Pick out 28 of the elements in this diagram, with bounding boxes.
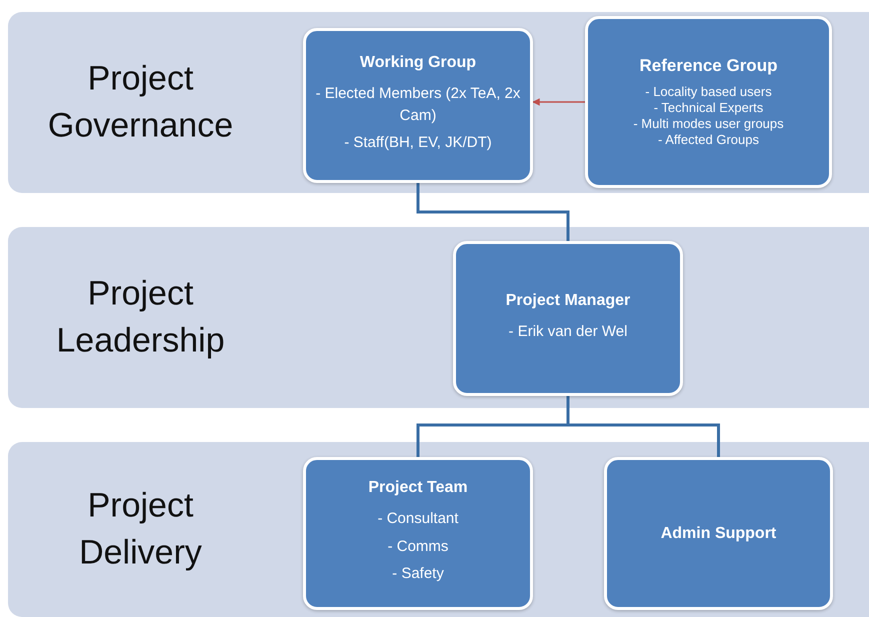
member-item: - Elected Members (2x TeA, 2x Cam): [314, 84, 522, 126]
band-background: [8, 227, 869, 408]
connector-line: [416, 183, 570, 241]
group-box: [453, 241, 683, 396]
band-title: Project Delivery: [78, 484, 203, 574]
group-box: [604, 457, 833, 610]
band-background: [8, 12, 869, 193]
member-item: - Consultant: [378, 508, 458, 529]
member-item: - Staff(BH, EV, JK/DT): [344, 133, 492, 154]
group-box: [585, 16, 832, 188]
member-item: - Technical Experts: [654, 100, 764, 116]
box-title: Reference Group: [640, 56, 778, 76]
box-title: Admin Support: [660, 524, 776, 542]
band-background: [8, 442, 869, 617]
band-title: Project Leadership: [55, 272, 226, 362]
member-item: - Comms: [388, 536, 448, 557]
group-box: [303, 457, 533, 610]
member-item: - Locality based users: [645, 84, 772, 100]
box-title: Project Manager: [506, 292, 630, 310]
member-item: - Multi modes user groups: [633, 116, 784, 132]
box-title: Working Group: [360, 54, 476, 72]
arrow: [532, 98, 585, 106]
group-box: [303, 28, 533, 183]
member-item: - Affected Groups: [658, 132, 759, 148]
band-title: Project Governance: [46, 58, 234, 146]
member-item: - Erik van der Wel: [508, 322, 628, 342]
member-item: - Safety: [392, 564, 444, 584]
box-title: Project Team: [368, 478, 468, 497]
